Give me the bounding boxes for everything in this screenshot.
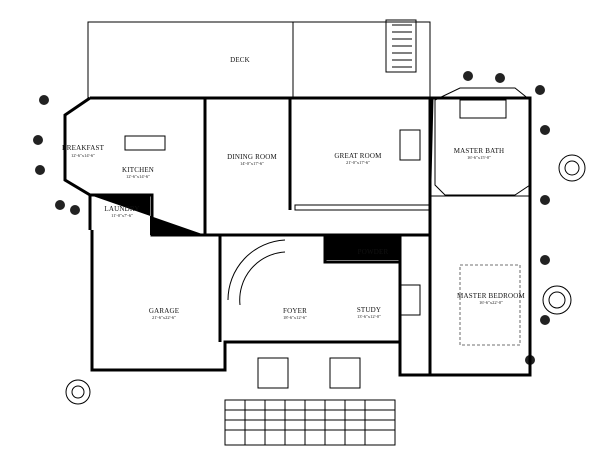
room-label: DECK: [230, 56, 250, 64]
room-dimensions: 18'-6"x12'-6": [283, 315, 307, 320]
room-label: STUDY: [357, 306, 381, 314]
room-label: GREAT ROOM: [334, 152, 382, 160]
room-label: MASTER BEDROOM: [457, 292, 526, 300]
walls: [63, 87, 532, 380]
room-label: KITCHEN: [122, 166, 154, 174]
room-dimensions: 11'-0"x7'-6": [111, 213, 133, 218]
room-dimensions: 21'-0"x17'-6": [346, 160, 370, 165]
room-dimensions: 12'-6"x14'-6": [71, 153, 95, 158]
room-powder: POWDER: [358, 248, 389, 256]
room-label: FOYER: [283, 307, 307, 315]
room-dimensions: 12'-6"x14'-6": [126, 174, 150, 179]
room-dimensions: 21'-6"x22'-6": [152, 315, 176, 320]
landscaping: [33, 71, 586, 405]
room-label: MASTER BATH: [454, 147, 505, 155]
room-dimensions: 16'-6"x22'-0": [479, 300, 503, 305]
room-label: GARAGE: [149, 307, 179, 315]
room-deck: DECK: [230, 56, 250, 64]
room-dimensions: 13'-6"x12'-0": [357, 314, 381, 319]
room-dimensions: 14'-0"x17'-6": [240, 161, 264, 166]
fixtures: [124, 99, 521, 446]
room-label: LAUNDRY: [104, 205, 139, 213]
room-label: DINING ROOM: [227, 153, 277, 161]
room-label: POWDER: [358, 248, 389, 256]
deck: [87, 19, 431, 99]
room-dimensions: 16'-6"x15'-0": [467, 155, 491, 160]
room-label: BREAKFAST: [62, 144, 105, 152]
